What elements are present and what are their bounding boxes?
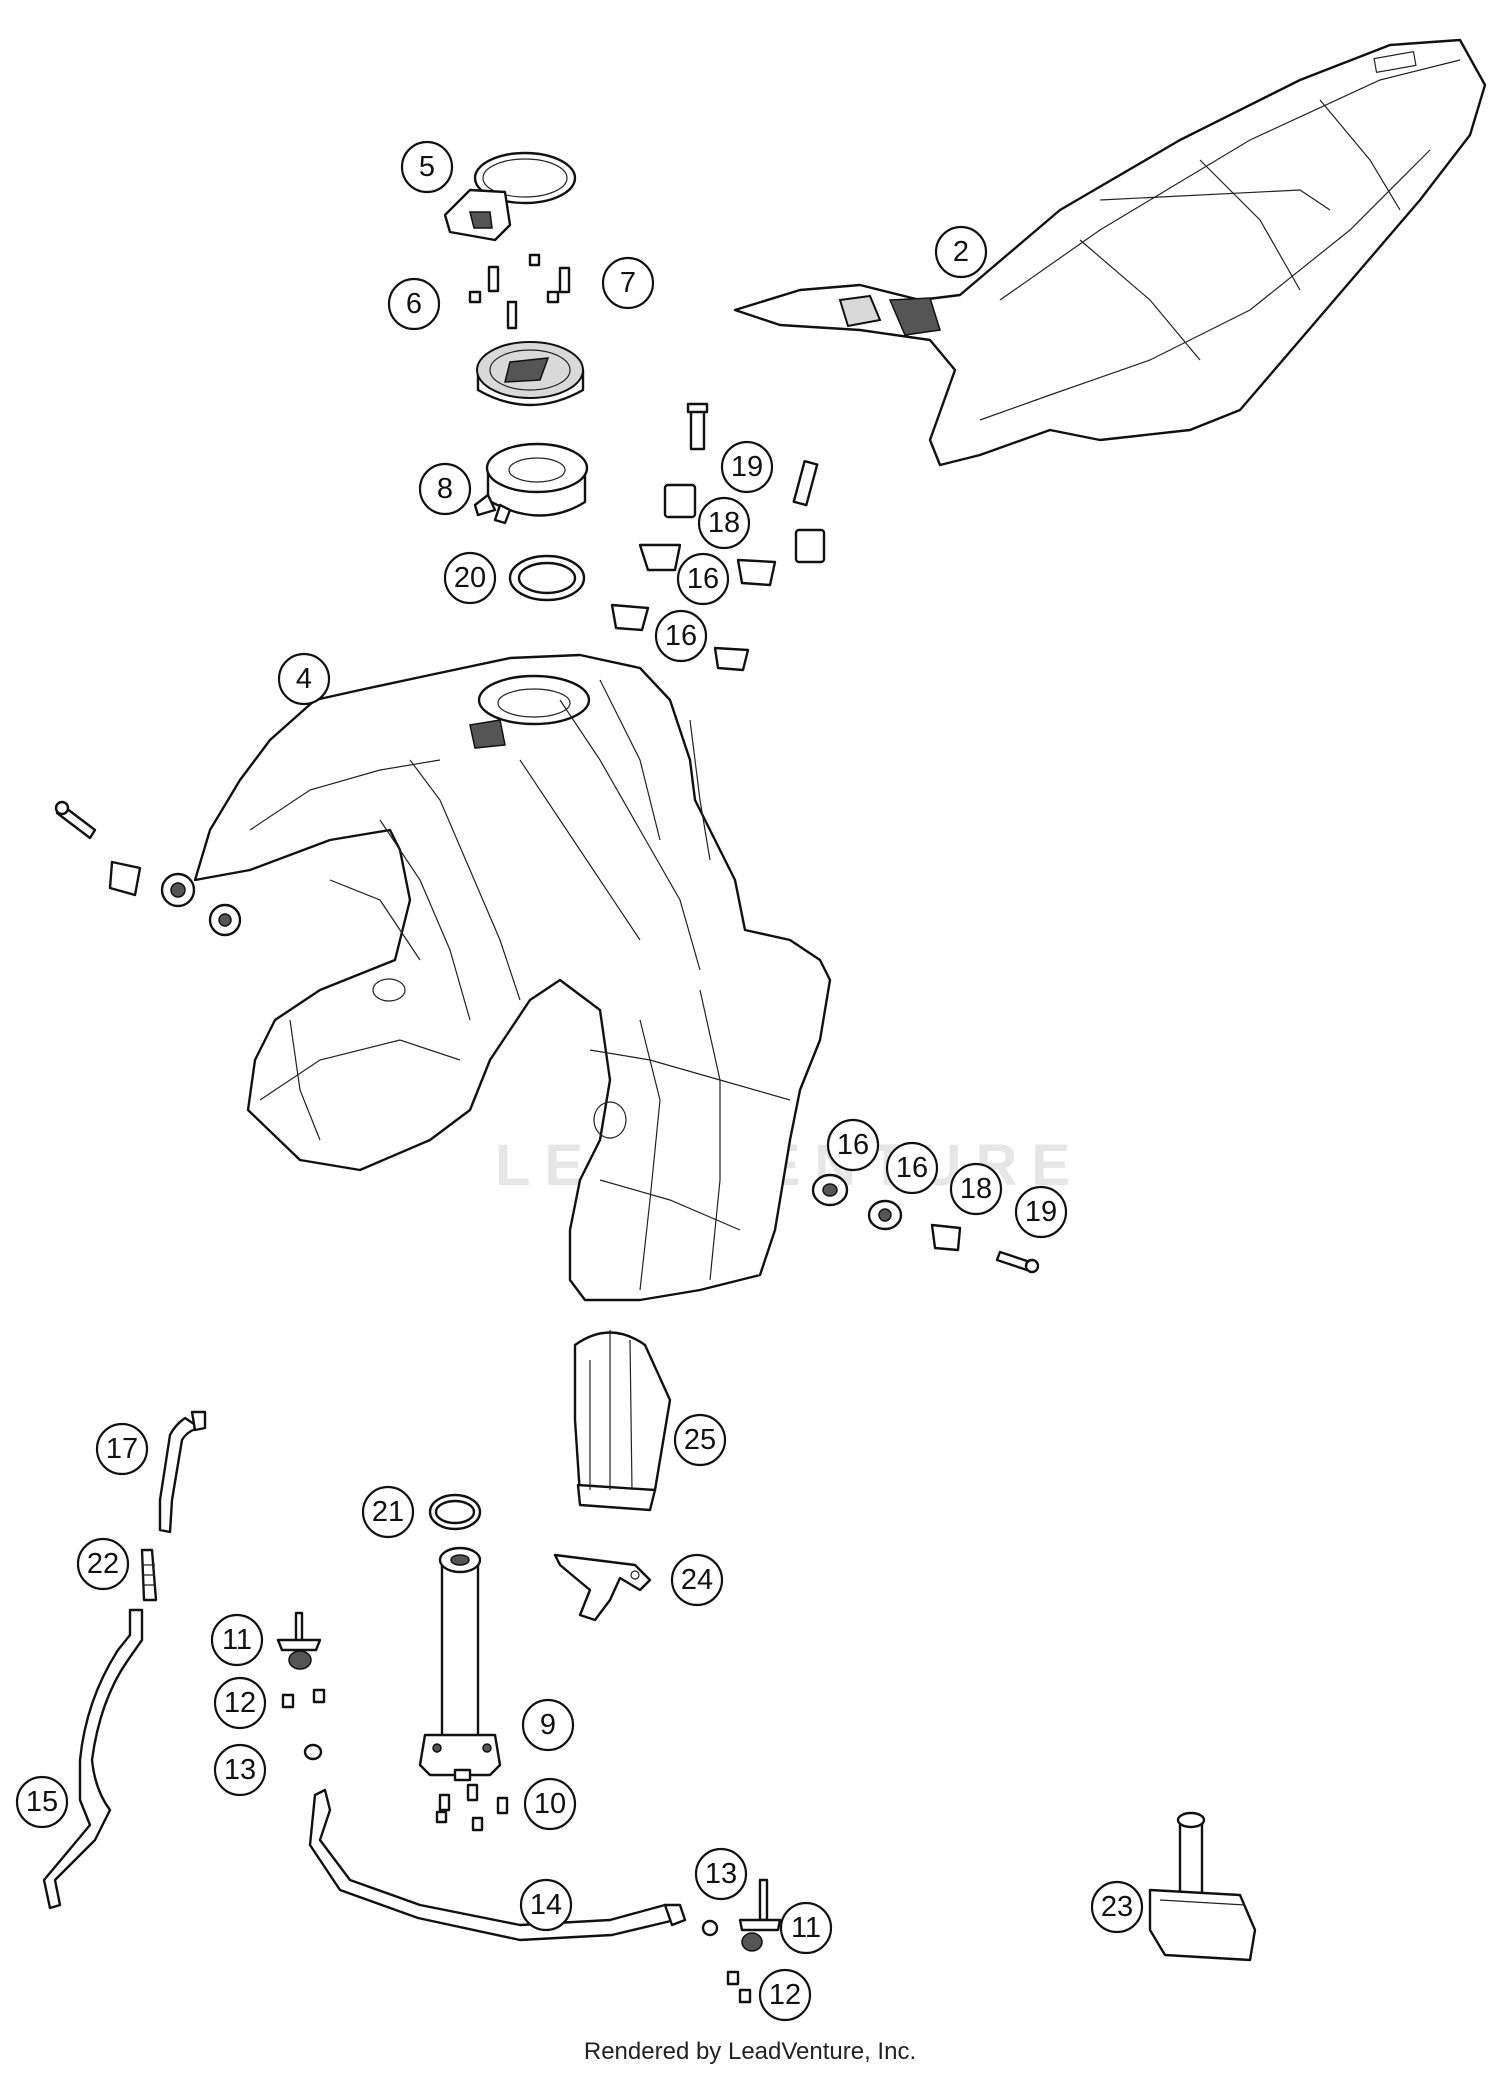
valve-upper-part <box>276 1611 326 1761</box>
hose-17-part <box>158 1410 207 1534</box>
svg-text:5: 5 <box>419 151 435 183</box>
svg-text:16: 16 <box>837 1129 869 1161</box>
cap-ring-part <box>443 151 577 242</box>
callout-23: 23 <box>1090 1880 1144 1934</box>
cap-base-part <box>473 442 589 525</box>
seat-part <box>733 38 1487 467</box>
svg-text:19: 19 <box>1025 1196 1057 1228</box>
callout-10: 10 <box>523 1777 577 1831</box>
fuel-pump-part <box>418 1546 502 1782</box>
callout-5: 5 <box>400 140 454 194</box>
hose-14-part <box>308 1788 687 1942</box>
svg-text:23: 23 <box>1101 1891 1133 1923</box>
filter-sock-part <box>573 1330 672 1512</box>
svg-text:10: 10 <box>534 1788 566 1820</box>
callout-12-b: 12 <box>758 1968 812 2022</box>
callout-12-a: 12 <box>213 1676 267 1730</box>
callout-6: 6 <box>387 277 441 331</box>
callout-16-b: 16 <box>654 609 708 663</box>
callout-7: 7 <box>601 256 655 310</box>
callout-16-d: 16 <box>885 1141 939 1195</box>
callout-11-a: 11 <box>210 1613 264 1667</box>
svg-text:15: 15 <box>26 1786 58 1818</box>
callout-20: 20 <box>443 551 497 605</box>
svg-text:11: 11 <box>791 1912 821 1944</box>
callout-19-b: 19 <box>1014 1185 1068 1239</box>
valve-lower-part <box>701 1878 782 2004</box>
callout-13-a: 13 <box>213 1743 267 1797</box>
svg-text:21: 21 <box>372 1496 404 1528</box>
callouts: 2 4 5 6 7 8 19 18 16 20 16 16 16 18 19 2… <box>15 140 1144 2022</box>
svg-text:6: 6 <box>406 288 422 320</box>
hose-15-part <box>42 1608 144 1910</box>
svg-text:16: 16 <box>896 1152 928 1184</box>
svg-text:2: 2 <box>953 236 969 268</box>
callout-8: 8 <box>418 462 472 516</box>
svg-text:12: 12 <box>224 1687 256 1719</box>
callout-14: 14 <box>519 1878 573 1932</box>
svg-text:20: 20 <box>454 562 486 594</box>
svg-text:18: 18 <box>960 1173 992 1205</box>
callout-18-b: 18 <box>949 1162 1003 1216</box>
svg-text:24: 24 <box>681 1564 713 1596</box>
callout-4: 4 <box>277 652 331 706</box>
svg-text:11: 11 <box>222 1624 252 1656</box>
callout-25: 25 <box>673 1413 727 1467</box>
svg-text:16: 16 <box>687 563 719 595</box>
svg-text:9: 9 <box>540 1709 556 1741</box>
fitting-22-part <box>140 1548 158 1602</box>
svg-text:18: 18 <box>708 507 740 539</box>
callout-18-a: 18 <box>697 496 751 550</box>
svg-text:25: 25 <box>684 1424 716 1456</box>
fuel-tank-part <box>193 653 832 1302</box>
callout-16-a: 16 <box>676 552 730 606</box>
svg-text:13: 13 <box>705 1858 737 1890</box>
svg-text:12: 12 <box>769 1979 801 2011</box>
svg-text:13: 13 <box>224 1754 256 1786</box>
svg-text:4: 4 <box>296 663 312 695</box>
seat-mount-hardware-part <box>610 402 826 672</box>
svg-text:17: 17 <box>106 1433 138 1465</box>
tank-left-hardware-part <box>54 800 242 937</box>
svg-text:16: 16 <box>665 620 697 652</box>
fuel-cap-part <box>476 341 585 407</box>
svg-text:7: 7 <box>620 267 636 299</box>
callout-15: 15 <box>15 1775 69 1829</box>
footer-credit: Rendered by LeadVenture, Inc. <box>583 2038 917 2065</box>
gasket-part <box>508 554 586 602</box>
callout-2: 2 <box>934 225 988 279</box>
bracket-part <box>553 1553 652 1622</box>
tank-right-hardware-part <box>811 1173 1040 1274</box>
callout-22: 22 <box>76 1537 130 1591</box>
callout-11-b: 11 <box>779 1901 833 1955</box>
svg-text:14: 14 <box>530 1889 562 1921</box>
o-ring-part <box>428 1493 482 1531</box>
svg-text:19: 19 <box>731 451 763 483</box>
callout-13-b: 13 <box>694 1847 748 1901</box>
svg-text:8: 8 <box>437 473 453 505</box>
callout-16-c: 16 <box>826 1118 880 1172</box>
cap-screws-part <box>468 253 571 330</box>
callout-24: 24 <box>670 1553 724 1607</box>
part-23 <box>1148 1811 1257 1962</box>
pump-screws-part <box>435 1783 509 1832</box>
callout-9: 9 <box>521 1698 575 1752</box>
svg-text:22: 22 <box>87 1548 119 1580</box>
callout-21: 21 <box>361 1485 415 1539</box>
callout-17: 17 <box>95 1422 149 1476</box>
callout-19-a: 19 <box>720 440 774 494</box>
